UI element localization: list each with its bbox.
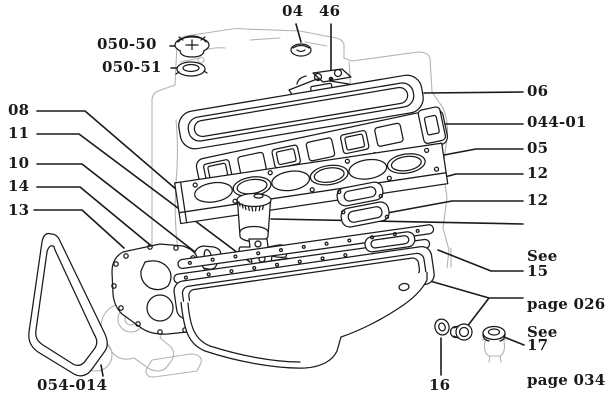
pan-gasket-rails-drawing — [173, 224, 435, 284]
callout-13[interactable]: 13 — [8, 201, 30, 219]
cross-ref-page-034-line1: See — [527, 323, 558, 341]
oil-filter-drawing — [236, 192, 272, 243]
cross-ref-page-026[interactable]: See page 026 — [527, 216, 605, 344]
callout-12-lower[interactable]: 12 — [527, 191, 549, 209]
drain-plug-drawing — [449, 323, 473, 341]
callout-05[interactable]: 05 — [527, 139, 549, 157]
cross-ref-page-034-line2: page 034 — [527, 371, 606, 389]
callout-group-050-50[interactable]: 050-50 — [97, 35, 157, 53]
cross-ref-page-026-line1: See — [527, 247, 558, 265]
callout-11[interactable]: 11 — [8, 124, 30, 142]
valve-cover-gasket-drawing — [178, 74, 424, 150]
small-gasket-upper-drawing — [336, 181, 384, 207]
oil-pan-drawing — [173, 246, 435, 369]
drain-washer-drawing — [434, 318, 450, 336]
cap-04-drawing — [290, 43, 312, 57]
callout-12-upper[interactable]: 12 — [527, 164, 549, 182]
callout-group-054-014[interactable]: 054-014 — [37, 376, 108, 394]
callout-15[interactable]: 15 — [527, 262, 549, 280]
cross-ref-page-034[interactable]: See page 034 — [527, 292, 605, 400]
callout-08[interactable]: 08 — [8, 101, 30, 119]
callout-04[interactable]: 04 — [282, 2, 304, 20]
callout-group-050-51[interactable]: 050-51 — [102, 58, 162, 76]
oil-filler-cap-drawing — [174, 35, 210, 58]
callout-16[interactable]: 16 — [429, 376, 451, 394]
callout-10[interactable]: 10 — [8, 154, 30, 172]
callout-06[interactable]: 06 — [527, 82, 549, 100]
callout-14[interactable]: 14 — [8, 177, 30, 195]
callout-46[interactable]: 46 — [319, 2, 341, 20]
v-belt-drawing — [28, 232, 108, 377]
filler-cap-gasket-drawing — [175, 61, 208, 77]
seal-ring-17-drawing — [482, 325, 506, 342]
callout-group-044-01[interactable]: 044-01 — [527, 113, 587, 131]
small-gasket-lower-drawing — [340, 201, 390, 228]
cross-ref-page-026-line2: page 026 — [527, 295, 606, 313]
callout-17[interactable]: 17 — [527, 336, 549, 354]
